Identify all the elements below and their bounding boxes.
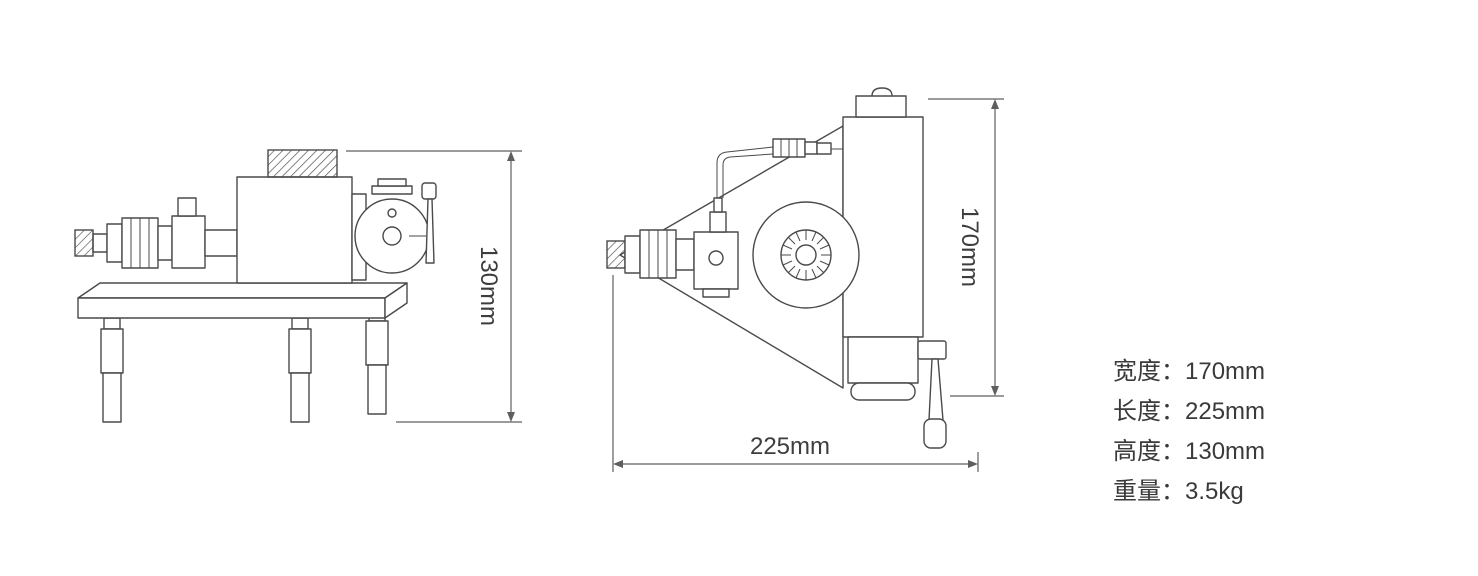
spec-length: 长度：225mm bbox=[1113, 398, 1266, 425]
top-cap bbox=[855, 95, 907, 118]
knob-dial bbox=[752, 201, 860, 309]
spec-width: 宽度：170mm bbox=[1113, 358, 1266, 385]
front-height-dimension bbox=[928, 98, 1004, 397]
nozzle-fittings bbox=[74, 197, 238, 269]
tube-line bbox=[716, 146, 774, 198]
knurl-lines bbox=[781, 230, 831, 280]
main-body bbox=[236, 149, 353, 284]
front-height-dimension-label: 170mm bbox=[956, 206, 983, 288]
hatched-nozzle-front bbox=[606, 240, 626, 269]
dial-wheel bbox=[351, 178, 430, 281]
front-width-dimension bbox=[612, 275, 979, 472]
hatched-nozzle bbox=[74, 229, 94, 257]
valve-assembly bbox=[606, 138, 843, 298]
spec-weight: 重量：3.5kg bbox=[1113, 478, 1244, 505]
side-height-dimension-label: 130mm bbox=[475, 245, 502, 327]
hand-crank-side bbox=[409, 182, 437, 264]
front-width-dimension-label: 225mm bbox=[749, 433, 831, 460]
spec-list: 宽度：170mm 长度：225mm 高度：130mm 重量：3.5kg bbox=[1113, 352, 1265, 512]
hatched-block bbox=[267, 149, 338, 178]
front-view-drawing bbox=[606, 87, 1004, 472]
base-plate bbox=[77, 282, 408, 319]
spec-height: 高度：130mm bbox=[1113, 438, 1266, 465]
hand-crank-front bbox=[917, 340, 947, 449]
side-height-dimension bbox=[346, 150, 522, 423]
side-view-drawing bbox=[74, 149, 522, 423]
support-legs bbox=[100, 309, 389, 423]
